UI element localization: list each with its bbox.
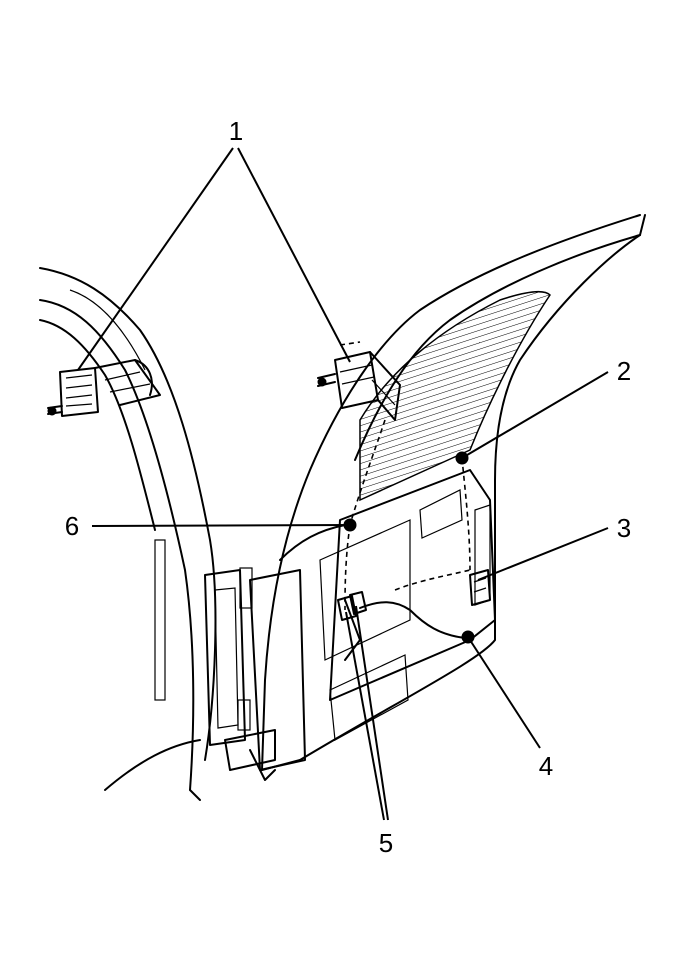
callouts: 1 2 3 4 5 6	[65, 116, 631, 858]
leader-3	[477, 527, 609, 581]
liftgate-harness-connector	[317, 341, 401, 421]
retainer-5b	[349, 591, 367, 615]
callout-2: 2	[617, 356, 631, 386]
leader-6	[91, 524, 351, 527]
retainer-5a	[337, 595, 357, 621]
leader-2	[461, 371, 609, 459]
callout-4: 4	[539, 751, 553, 781]
leader-1b	[237, 147, 351, 363]
hinge-assembly	[204, 567, 276, 781]
body-harness-connector	[47, 359, 161, 417]
connector-3	[469, 569, 491, 606]
callout-3: 3	[617, 513, 631, 543]
leader-5a	[345, 611, 385, 821]
leader-5b	[355, 605, 389, 821]
callout-5: 5	[379, 828, 393, 858]
leader-1a	[77, 147, 234, 371]
callout-6: 6	[65, 511, 79, 541]
wire-harness-routing	[344, 419, 471, 661]
liftgate	[249, 214, 646, 771]
leader-4	[467, 636, 541, 749]
leader-lines	[77, 147, 609, 821]
callout-1: 1	[229, 116, 243, 146]
